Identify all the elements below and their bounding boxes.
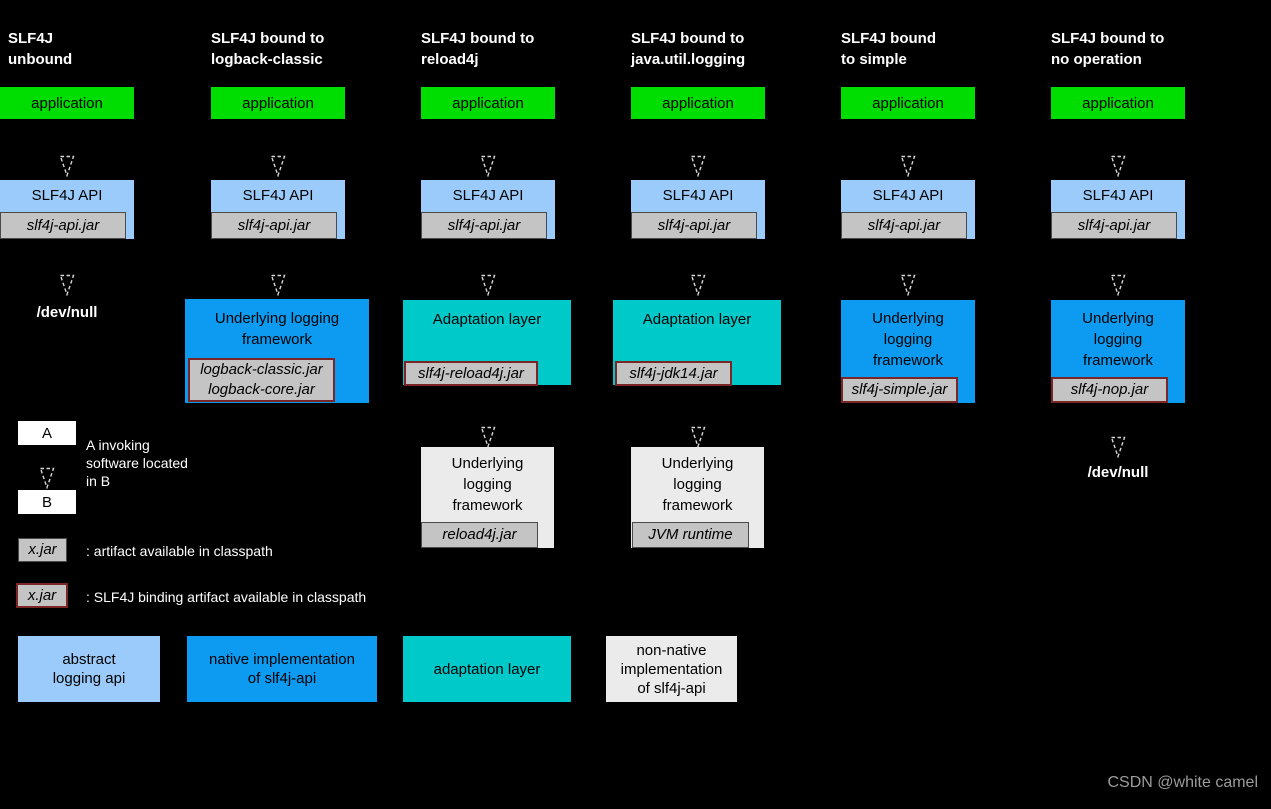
application-box: application [631, 87, 765, 119]
down-arrow-icon [900, 274, 916, 297]
application-box: application [211, 87, 345, 119]
down-arrow-icon [59, 274, 75, 297]
slf4j-api-jar: slf4j-api.jar [421, 212, 547, 239]
dev-null-label: /dev/null [36, 304, 98, 321]
column-1-header: SLF4J unbound [8, 30, 73, 68]
slf4j-reload4j-jar: slf4j-reload4j.jar [404, 361, 538, 386]
application-box: application [841, 87, 975, 119]
jvm-runtime-jar: JVM runtime [632, 522, 749, 548]
slf4j-api-jar: slf4j-api.jar [0, 212, 126, 239]
legend-key-non-native-implementation: non-native implementation of slf4j-api [606, 636, 737, 702]
legend-box-b: B [18, 490, 76, 514]
reload4j-jar: reload4j.jar [421, 522, 538, 548]
column-4-header: SLF4J bound to java.util.logging [631, 30, 746, 68]
down-arrow-icon [1110, 436, 1126, 459]
legend-box-a: A [18, 421, 76, 445]
legend-xjar-binding: x.jar [16, 583, 68, 608]
down-arrow-icon [1110, 155, 1126, 178]
logback-binding-jar: logback-classic.jar logback-core.jar [188, 358, 335, 402]
dev-null-label: /dev/null [1087, 464, 1149, 481]
slf4j-api-jar: slf4j-api.jar [841, 212, 967, 239]
down-arrow-icon [690, 426, 706, 449]
application-box: application [0, 87, 134, 119]
legend-binding-text: : SLF4J binding artifact available in cl… [86, 589, 367, 605]
legend-key-abstract-logging-api: abstract logging api [18, 636, 160, 702]
down-arrow-icon [480, 426, 496, 449]
legend-xjar-plain: x.jar [18, 538, 67, 562]
down-arrow-icon [480, 274, 496, 297]
legend-key-adaptation-layer: adaptation layer [403, 636, 571, 702]
slf4j-api-jar: slf4j-api.jar [1051, 212, 1177, 239]
down-arrow-icon [59, 155, 75, 178]
application-box: application [421, 87, 555, 119]
down-arrow-icon [690, 155, 706, 178]
column-3-header: SLF4J bound to reload4j [421, 30, 535, 68]
down-arrow-icon [900, 155, 916, 178]
down-arrow-icon [690, 274, 706, 297]
column-2-header: SLF4J bound to logback-classic [211, 30, 325, 68]
slf4j-api-jar: slf4j-api.jar [211, 212, 337, 239]
slf4j-jdk14-jar: slf4j-jdk14.jar [615, 361, 732, 386]
slf4j-nop-jar: slf4j-nop.jar [1051, 377, 1168, 403]
watermark: CSDN @white camel [1107, 774, 1259, 791]
down-arrow-icon [270, 274, 286, 297]
down-arrow-icon [270, 155, 286, 178]
slf4j-api-jar: slf4j-api.jar [631, 212, 757, 239]
legend-key-native-implementation: native implementation of slf4j-api [187, 636, 377, 702]
application-box: application [1051, 87, 1185, 119]
column-5-header: SLF4J bound to simple [841, 30, 936, 68]
column-6-header: SLF4J bound to no operation [1051, 30, 1165, 68]
down-arrow-icon [1110, 274, 1126, 297]
legend-invoking-text: A invoking software located in B [86, 437, 188, 489]
legend-artifact-text: : artifact available in classpath [86, 543, 273, 559]
down-arrow-icon [39, 467, 55, 490]
down-arrow-icon [480, 155, 496, 178]
slf4j-simple-jar: slf4j-simple.jar [841, 377, 958, 403]
